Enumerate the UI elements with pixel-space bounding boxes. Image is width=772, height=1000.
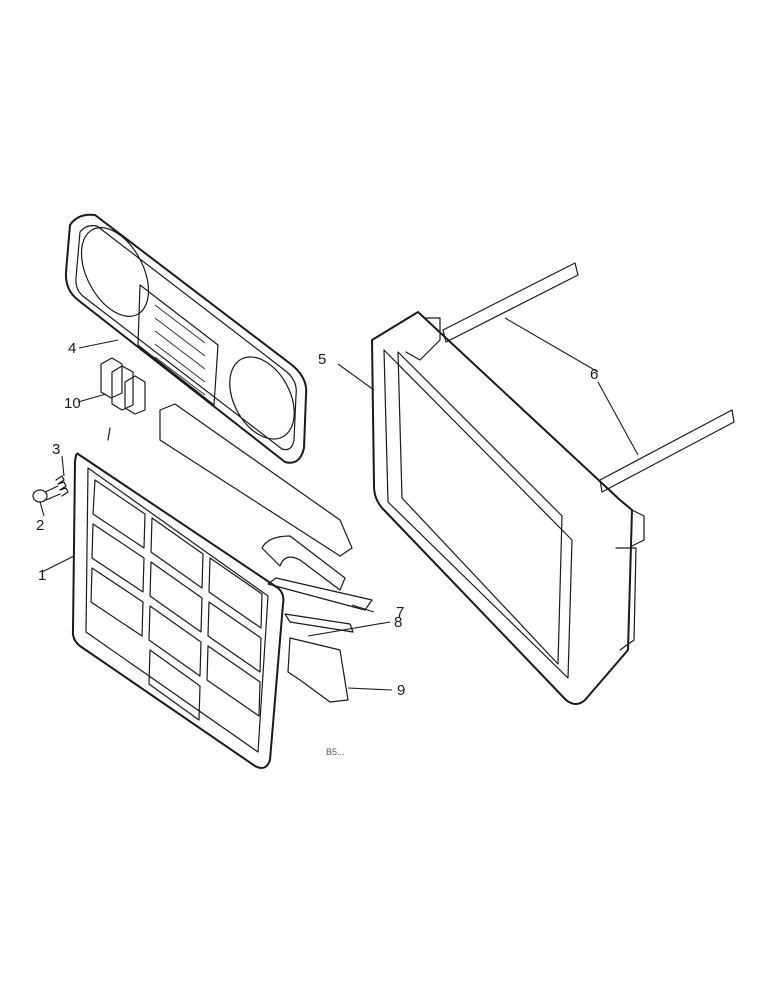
- callout-3: 3: [52, 441, 60, 458]
- part-1-front-grille: [71, 452, 285, 769]
- callout-2: 2: [36, 517, 44, 534]
- callout-5: 5: [318, 351, 326, 368]
- leader-lines: [39, 317, 639, 691]
- part-7-8-9-seals: [261, 535, 373, 703]
- callout-6: 6: [590, 366, 598, 383]
- small-pin: [107, 427, 111, 441]
- callout-10: 10: [64, 395, 81, 412]
- panel-plate: [159, 403, 353, 557]
- part-2-3-bolt-spring: [32, 475, 69, 503]
- part-5-surround-frame: [371, 311, 645, 705]
- callout-8: 8: [394, 614, 402, 631]
- callout-labels: 4 10 3 2 1 5 6 7 8 9 B5...: [36, 340, 598, 757]
- callout-1: 1: [38, 567, 46, 584]
- callout-9: 9: [397, 682, 405, 699]
- part-6-strips: [442, 262, 735, 493]
- callout-4: 4: [68, 340, 76, 357]
- callout-7: 7: [396, 604, 404, 621]
- reference-code: B5...: [326, 747, 345, 757]
- part-10-blocks: [100, 357, 146, 415]
- part-4-headlamp-panel: [64, 213, 308, 464]
